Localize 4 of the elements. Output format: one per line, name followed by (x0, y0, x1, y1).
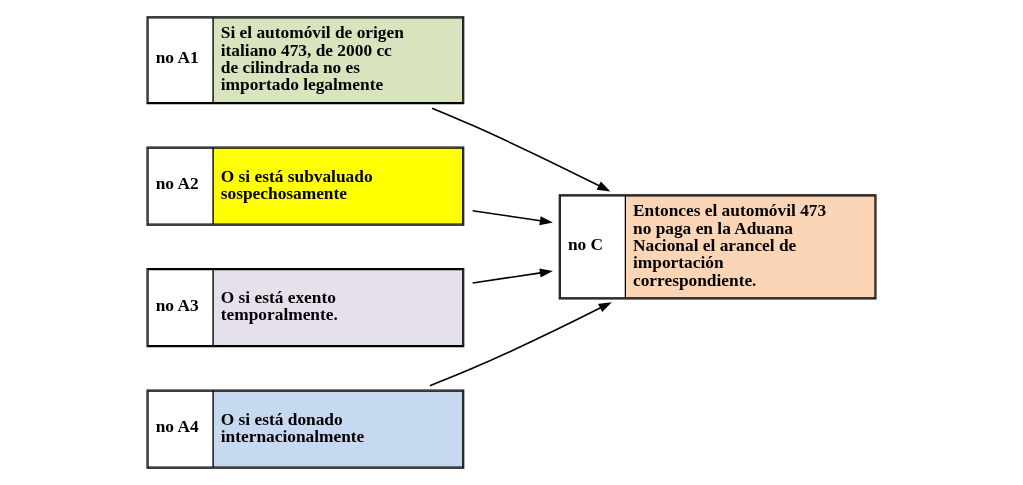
arrow (429, 302, 612, 387)
arrow (471, 268, 553, 284)
arrow (431, 107, 611, 192)
arrow (471, 209, 553, 226)
